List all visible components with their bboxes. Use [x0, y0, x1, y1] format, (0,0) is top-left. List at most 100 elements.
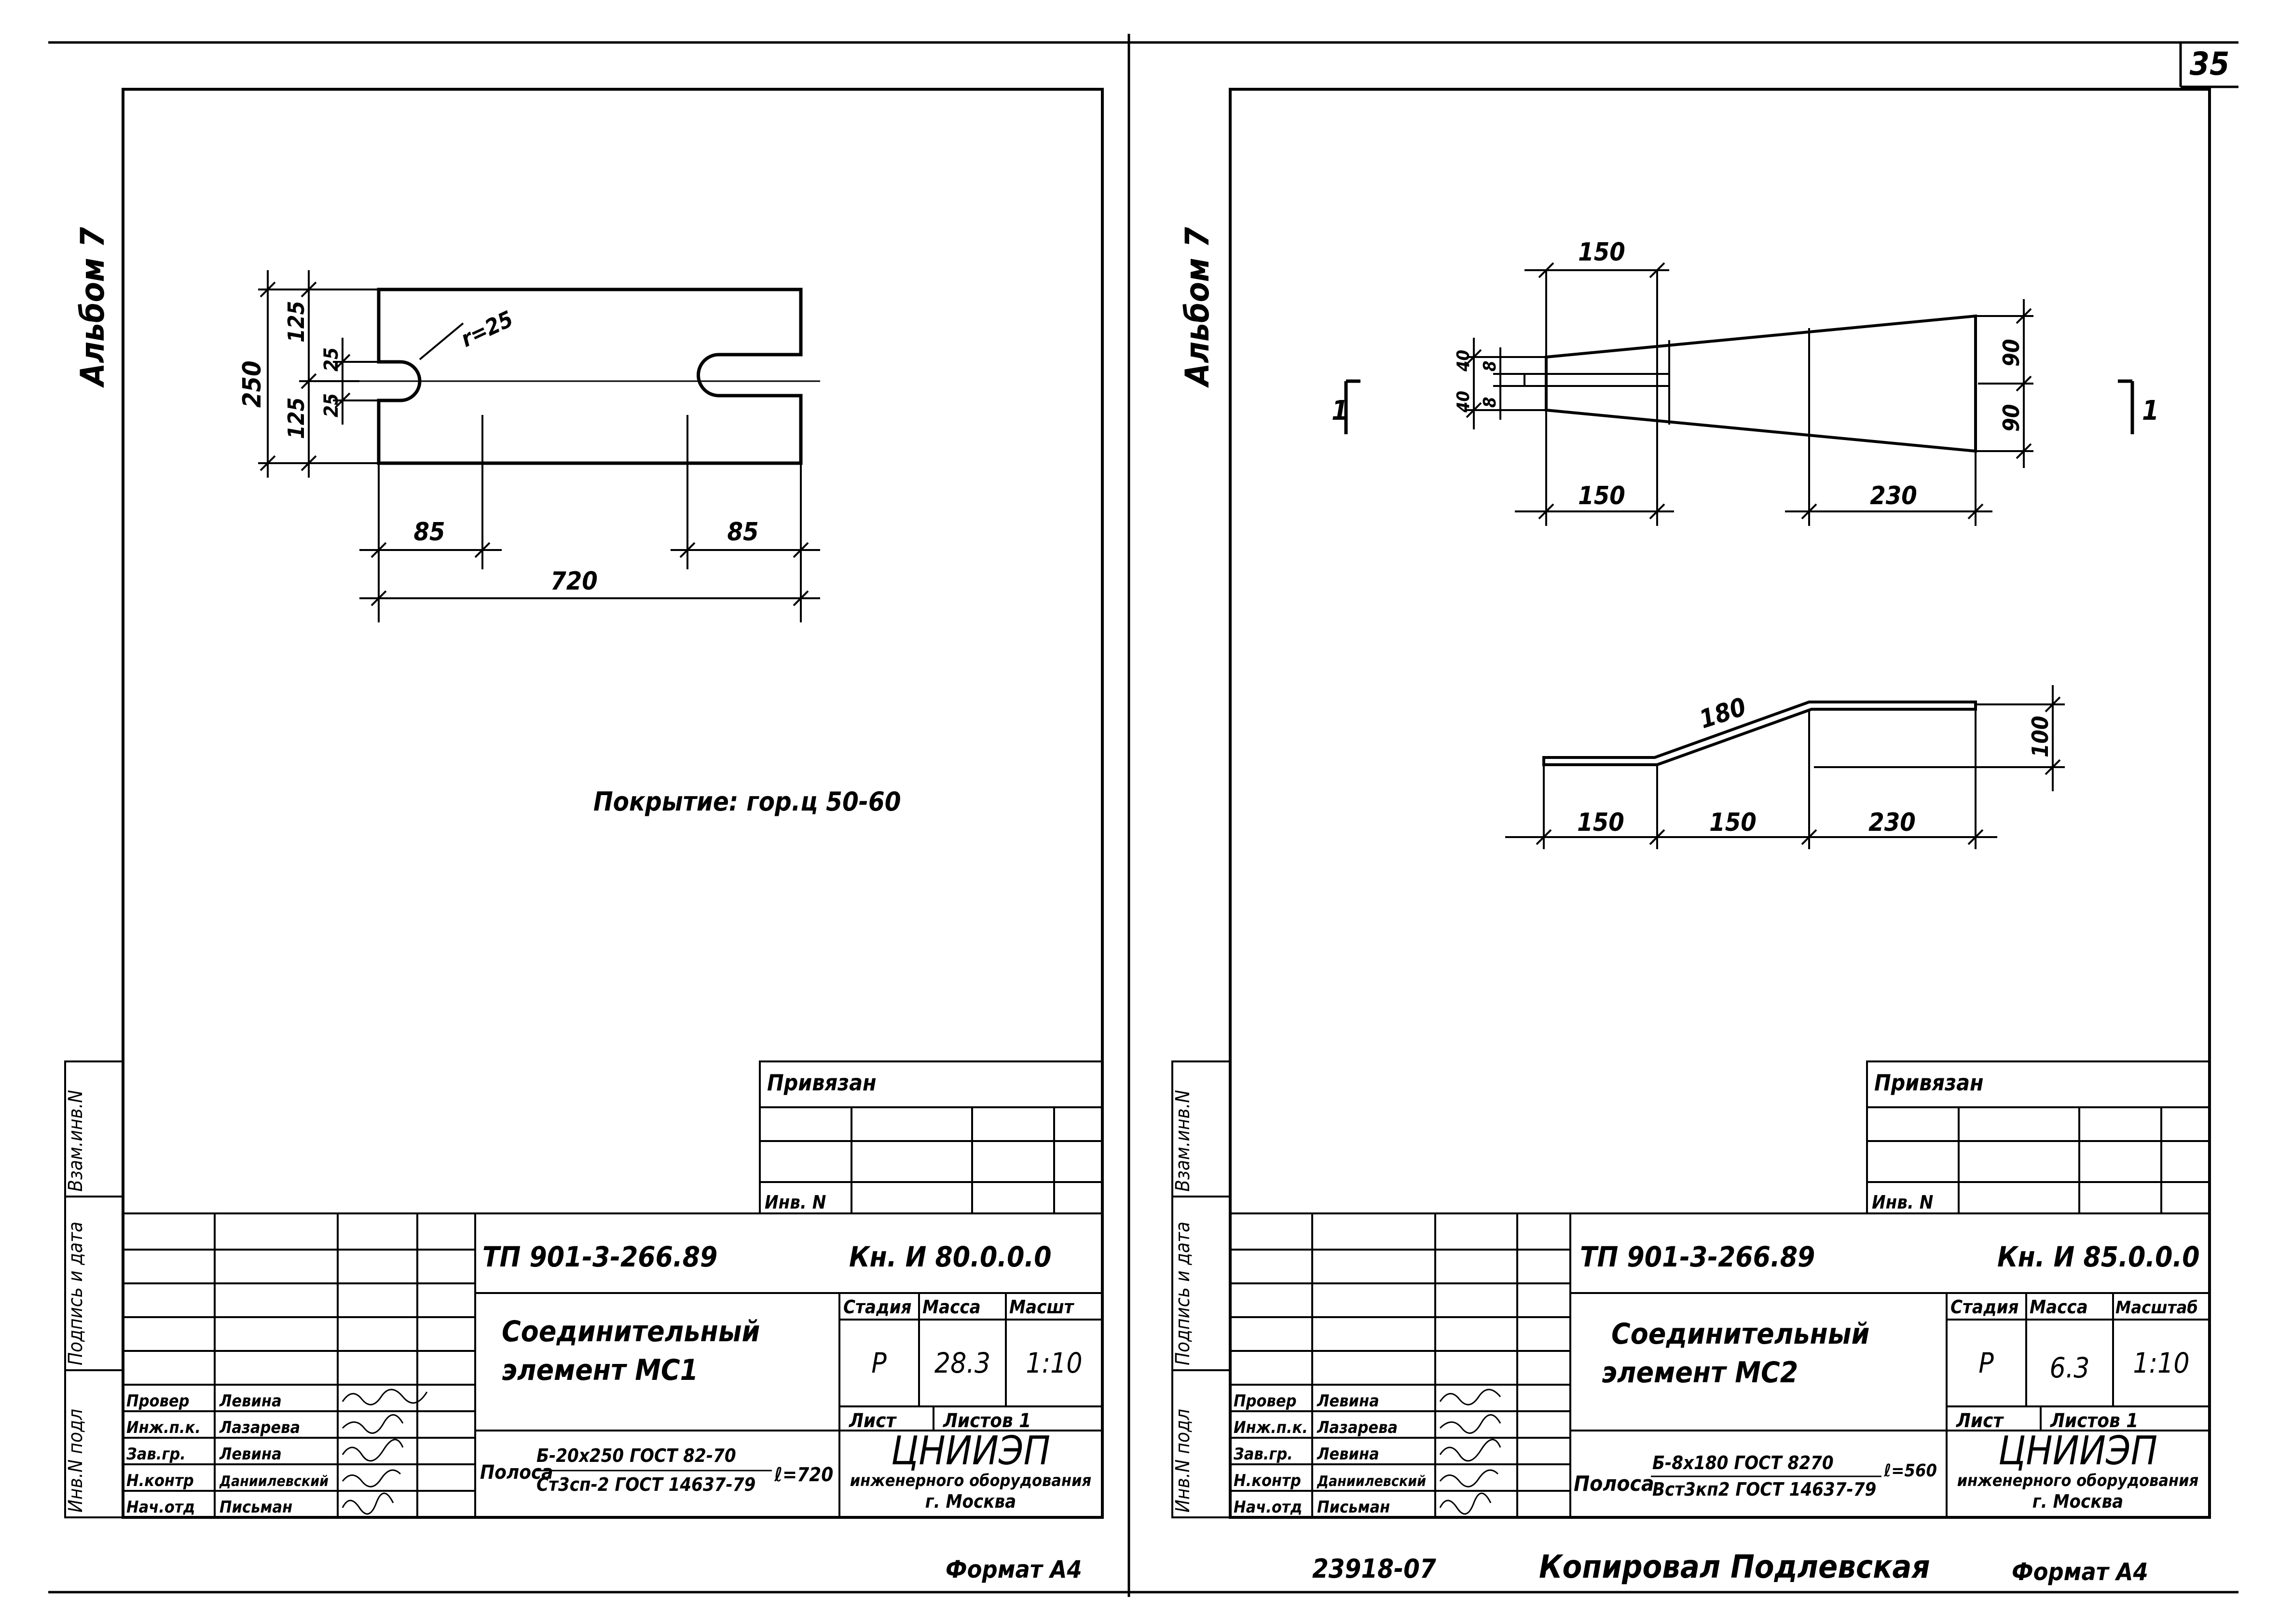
copy-number: 23918-07 — [1312, 1554, 1436, 1584]
left-name-2: Левина — [219, 1445, 282, 1464]
section-mark-right: 1 — [2142, 395, 2159, 427]
mc2-dim-40-b: 40 — [1454, 391, 1473, 413]
right-album-label: Альбом 7 — [1179, 227, 1217, 388]
left-name-1: Лазарева — [219, 1418, 300, 1437]
left-doc-code: ТП 901-3-266.89 — [482, 1240, 717, 1273]
right-inv-n: Инв. N — [1872, 1192, 1933, 1213]
right-sheet: Альбом 7 Взам.инв.N Подпись и дата Инв.N… — [1171, 88, 2211, 1586]
right-privyazan: Привязан — [1874, 1070, 1984, 1096]
left-stadiya: Р — [871, 1347, 887, 1379]
right-role-1: Инж.п.к. — [1234, 1418, 1308, 1437]
right-name-2: Левина — [1317, 1445, 1379, 1464]
right-material-label: Полоса — [1574, 1472, 1654, 1496]
mc1-dim-125-bottom: 125 — [283, 398, 309, 439]
mc2-side-dim-150-b: 150 — [1709, 808, 1757, 837]
left-material-top: Б-20x250 ГОСТ 82-70 — [536, 1445, 736, 1466]
right-role-3: Н.контр — [1234, 1471, 1301, 1490]
copied-by: Копировал Подлевская — [1539, 1548, 1930, 1585]
right-role-2: Зав.гр. — [1234, 1445, 1293, 1464]
mc2-dim-bottom-150: 150 — [1578, 482, 1625, 510]
section-mark-left: 1 — [1332, 395, 1348, 427]
mc2-plan-details — [1524, 328, 1810, 439]
right-title-1: Соединительный — [1611, 1317, 1869, 1351]
right-list: Лист — [1956, 1410, 2004, 1432]
left-name-3: Даниилевский — [219, 1473, 329, 1490]
left-privyazan: Привязан — [767, 1070, 877, 1096]
mc2-side-dim-100: 100 — [2027, 716, 2053, 757]
mc1-dimension-ticks — [260, 281, 809, 606]
right-material-top: Б-8x180 ГОСТ 8270 — [1652, 1452, 1834, 1473]
left-name-0: Левина — [219, 1391, 282, 1411]
page-number: 35 — [2190, 45, 2230, 83]
mc1-dim-25-top: 25 — [320, 347, 343, 372]
mc2-dim-8-b: 8 — [1480, 397, 1500, 408]
left-role-4: Нач.отд — [126, 1498, 195, 1517]
left-name-4: Письман — [220, 1498, 292, 1517]
mc2-dim-8-a: 8 — [1480, 360, 1500, 372]
mc1-dim-25-bottom: 25 — [320, 393, 343, 417]
right-material-bottom: Вст3кп2 ГОСТ 14637-79 — [1652, 1479, 1876, 1500]
mc1-dim-125-top: 125 — [283, 301, 309, 343]
left-material-label: Полоса — [480, 1461, 553, 1484]
right-format: Формат А4 — [2012, 1558, 2148, 1586]
left-inv-n: Инв. N — [765, 1192, 826, 1213]
left-coating-note: Покрытие: гор.ц 50-60 — [593, 786, 901, 817]
right-name-3: Даниилевский — [1317, 1473, 1426, 1490]
left-stamp-vzam: Взам.инв.N — [65, 1090, 87, 1192]
mc2-dim-90-bottom: 90 — [1998, 404, 2024, 432]
left-title-1: Соединительный — [502, 1315, 760, 1349]
mc1-dimension-lines — [258, 270, 820, 622]
left-kn-code: Кн. И 80.0.0.0 — [849, 1240, 1052, 1273]
right-stadiya: Р — [1978, 1347, 1994, 1379]
mc1-dim-250: 250 — [238, 360, 267, 408]
left-h-massa: Масса — [922, 1296, 981, 1318]
left-stamp-podp: Подпись и дата — [65, 1222, 87, 1365]
right-stamp-inv: Инв.N подл — [1172, 1409, 1194, 1513]
mc2-dim-90-top: 90 — [1998, 339, 2024, 367]
mc1-plate — [377, 288, 803, 465]
mc2-dim-top-150: 150 — [1578, 238, 1625, 267]
left-h-masht: Масшт — [1009, 1296, 1075, 1318]
right-name-1: Лазарева — [1317, 1418, 1398, 1437]
left-role-2: Зав.гр. — [126, 1445, 186, 1464]
mc2-side-dim-150-a: 150 — [1577, 808, 1624, 837]
mc2-plan-ticks — [1466, 262, 2032, 520]
mc2-side-ticks — [1536, 696, 2061, 845]
mc2-side-dimension-lines — [1505, 685, 2065, 849]
mc1-dim-720: 720 — [550, 567, 598, 596]
left-masht: 1:10 — [1026, 1347, 1082, 1379]
right-name-0: Левина — [1317, 1391, 1379, 1411]
right-masht: 1:10 — [2133, 1347, 2189, 1379]
left-role-0: Провер — [126, 1391, 190, 1411]
left-signatures — [342, 1389, 428, 1515]
section-marks — [1344, 379, 2134, 434]
right-stamp-podp: Подпись и дата — [1172, 1222, 1194, 1365]
left-role-3: Н.контр — [126, 1471, 194, 1490]
right-massa: 6.3 — [2050, 1351, 2090, 1384]
left-h-stadiya: Стадия — [843, 1296, 911, 1318]
mc1-dim-85-left: 85 — [413, 518, 445, 547]
right-org-city: г. Москва — [2032, 1491, 2123, 1512]
right-signatures — [1439, 1389, 1501, 1515]
right-title-2: элемент МС2 — [1602, 1356, 1798, 1390]
left-org: ЦНИИЭП — [891, 1428, 1050, 1474]
right-name-4: Письман — [1317, 1498, 1390, 1517]
left-format: Формат А4 — [946, 1555, 1082, 1583]
left-title-block — [122, 1212, 1103, 1518]
outer-lines — [48, 34, 2238, 1597]
right-h-masht: Масштаб — [2115, 1298, 2198, 1318]
left-material-bottom: Ст3сп-2 ГОСТ 14637-79 — [536, 1474, 755, 1495]
left-listov: Листов 1 — [943, 1410, 1031, 1432]
right-org: ЦНИИЭП — [1998, 1428, 2157, 1474]
right-h-massa: Масса — [2030, 1296, 2088, 1318]
mc1-dim-85-right: 85 — [727, 518, 758, 547]
right-role-4: Нач.отд — [1234, 1498, 1302, 1517]
right-org-sub: инженерного оборудования — [1957, 1471, 2199, 1490]
left-length: ℓ=720 — [774, 1464, 833, 1486]
right-h-stadiya: Стадия — [1950, 1296, 2018, 1318]
right-role-0: Провер — [1234, 1391, 1297, 1411]
left-album-label: Альбом 7 — [74, 227, 112, 388]
left-org-city: г. Москва — [925, 1491, 1016, 1512]
mc2-dim-bottom-230: 230 — [1870, 482, 1917, 510]
